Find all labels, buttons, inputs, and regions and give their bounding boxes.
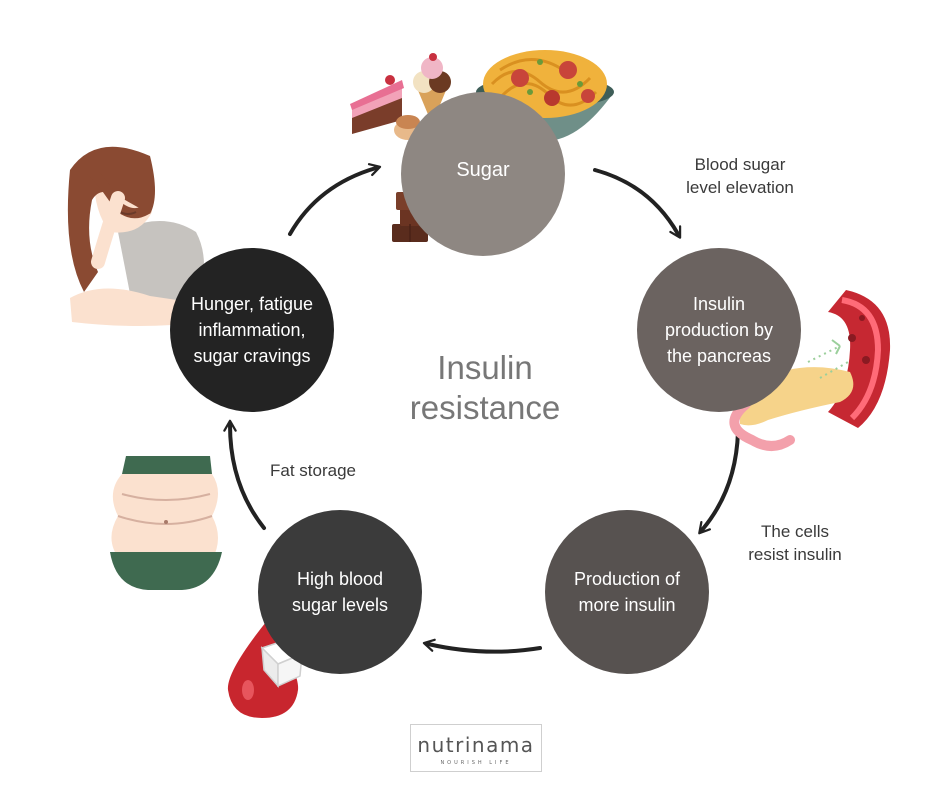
arrow-hunger-to-sugar	[288, 163, 382, 236]
brand-tagline: NOURISH LIFE	[440, 760, 512, 766]
ice-cream-icon	[413, 53, 451, 124]
node-more-insulin: Production of more insulin	[545, 510, 709, 674]
arrow-high-sugar-to-hunger	[223, 419, 266, 530]
arrow-more-insulin-to-high-sugar	[422, 638, 542, 654]
brand-logo: nutrinama NOURISH LIFE	[410, 724, 542, 772]
node-hunger-label: Hunger, fatigue inflammation, sugar crav…	[190, 294, 314, 366]
edge-label-cells-resist: The cells resist insulin	[748, 522, 842, 564]
edge-label-blood-sugar: Blood sugar level elevation	[686, 155, 794, 197]
brand-name: nutrinama	[417, 733, 535, 757]
node-high-blood-sugar-label: High blood sugar levels	[291, 569, 389, 615]
cake-icon	[350, 75, 404, 134]
edge-label-fat-storage: Fat storage	[270, 461, 356, 480]
arrow-insulin-to-more-insulin	[698, 430, 740, 535]
center-title: Insulin resistance	[409, 349, 561, 426]
node-more-insulin-label: Production of more insulin	[573, 569, 681, 615]
arrow-sugar-to-insulin	[593, 168, 682, 239]
node-insulin-production-label: Insulin production by the pancreas	[664, 294, 774, 366]
node-hunger: Hunger, fatigue inflammation, sugar crav…	[170, 248, 334, 412]
node-insulin-production: Insulin production by the pancreas	[637, 248, 801, 412]
node-sugar: Sugar	[401, 92, 565, 256]
node-sugar-label: Sugar	[456, 159, 510, 181]
belly-icon	[110, 456, 222, 590]
node-high-blood-sugar: High blood sugar levels	[258, 510, 422, 674]
tired-woman-icon	[67, 146, 204, 326]
